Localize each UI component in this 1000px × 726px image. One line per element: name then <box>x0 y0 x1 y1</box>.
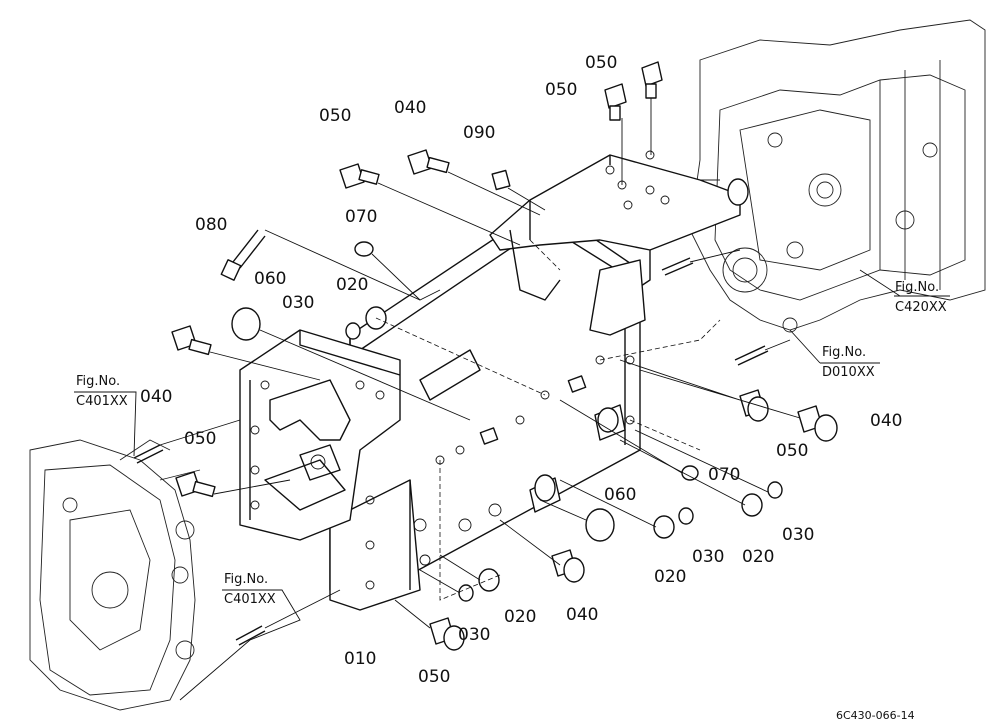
label-050-top-a: 050 <box>585 53 617 73</box>
figref-d010-line2: D010XX <box>822 365 875 380</box>
bolt-040-top <box>407 149 450 175</box>
stud-right-a <box>661 257 694 276</box>
label-090: 090 <box>463 123 495 143</box>
figref-c401-upper-line2: C401XX <box>76 394 128 409</box>
label-050-top-b: 050 <box>545 80 577 100</box>
front-axle-housing-drawing <box>29 439 201 711</box>
bolt-040-bottom <box>551 549 585 583</box>
label-050-bottom: 050 <box>418 667 450 687</box>
bolt-040-left <box>171 325 212 356</box>
label-050-left-lower: 050 <box>184 429 216 449</box>
bolt-050-right <box>739 389 769 422</box>
nut-020-right <box>741 493 763 517</box>
stud-left <box>133 444 164 464</box>
bolt-080 <box>220 229 266 281</box>
fasteners <box>133 61 838 651</box>
left-plate-bracket <box>239 329 401 541</box>
front-bracket-frame <box>329 204 641 611</box>
label-020-center: 020 <box>654 567 686 587</box>
figref-c420-line2: C420XX <box>895 300 947 315</box>
drawing-code: 6C430-066-14 <box>836 709 915 722</box>
stud-bottom <box>235 625 266 646</box>
bolt-050-bottom <box>429 617 465 651</box>
collar-070-top <box>354 241 374 257</box>
bolt-050-top-a <box>641 61 663 99</box>
bolt-040-right <box>797 405 838 442</box>
figref-c420-line1: Fig.No. <box>895 280 939 295</box>
washer-030-right <box>767 481 783 499</box>
label-020-left: 020 <box>336 275 368 295</box>
label-040-upper: 040 <box>394 98 426 118</box>
figref-d010-line1: Fig.No. <box>822 345 866 360</box>
label-030-right: 030 <box>782 525 814 545</box>
label-040-right: 040 <box>870 411 902 431</box>
label-070-right: 070 <box>708 465 740 485</box>
label-070-upper: 070 <box>345 207 377 227</box>
label-010: 010 <box>344 649 376 669</box>
label-030-left: 030 <box>282 293 314 313</box>
nut-020-center <box>653 515 675 539</box>
figref-c401-lower-line2: C401XX <box>224 592 276 607</box>
label-030-center: 030 <box>692 547 724 567</box>
washer-030-center <box>678 507 694 525</box>
washer-030-left <box>345 322 361 340</box>
label-040-bottom: 040 <box>566 605 598 625</box>
bolt-050-left <box>339 163 380 189</box>
label-020-bottom: 020 <box>504 607 536 627</box>
block-090 <box>491 169 511 191</box>
label-030-bottom: 030 <box>458 625 490 645</box>
spacer-060-left <box>231 307 261 341</box>
label-040-left: 040 <box>140 387 172 407</box>
washer-030-bottom <box>458 584 474 602</box>
label-050-upper-left: 050 <box>319 106 351 126</box>
figref-c401-lower-line1: Fig.No. <box>224 572 268 587</box>
label-060-right: 060 <box>604 485 636 505</box>
label-080: 080 <box>195 215 227 235</box>
bolt-050-left-lower <box>175 471 216 498</box>
stud-right-b <box>734 345 769 366</box>
figref-c401-upper-line1: Fig.No. <box>76 374 120 389</box>
spacer-060-right <box>585 508 615 542</box>
bolt-050-top-b <box>604 83 627 121</box>
part-labels: 050 050 050 040 090 070 080 060 020 030 … <box>140 53 902 687</box>
label-050-right: 050 <box>776 441 808 461</box>
transmission-housing-drawing <box>684 19 986 333</box>
upper-saddle-bracket <box>489 150 749 336</box>
leader-lines <box>74 98 950 701</box>
label-060-left: 060 <box>254 269 286 289</box>
figure-references: Fig.No. C420XX Fig.No. D010XX Fig.No. C4… <box>76 280 947 607</box>
label-020-right: 020 <box>742 547 774 567</box>
